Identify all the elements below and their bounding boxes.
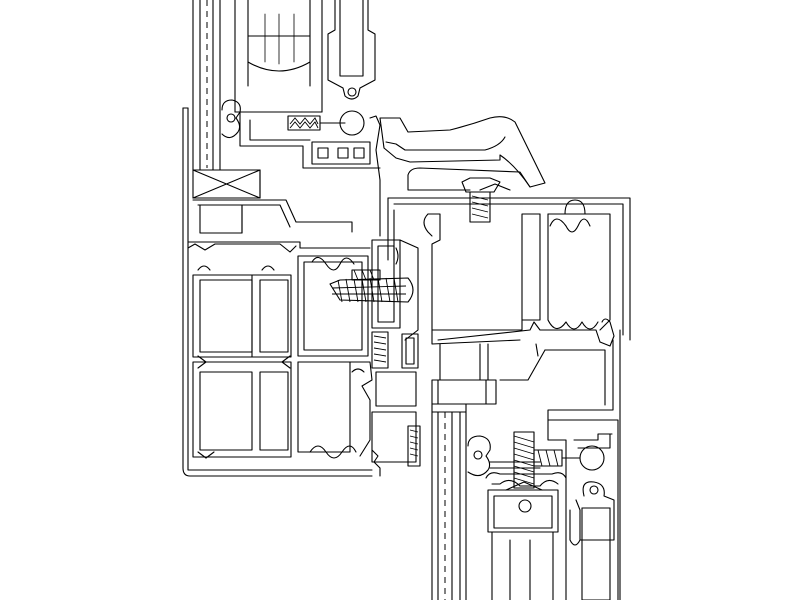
left-glass-unit	[192, 0, 221, 171]
lower-right-sash	[485, 472, 567, 600]
right-frame	[499, 318, 621, 600]
lower-sash-rail	[431, 343, 497, 413]
setting-block	[192, 169, 261, 199]
lower-right-frame	[547, 419, 615, 600]
center-frame	[387, 197, 631, 341]
right-glass-unit	[431, 411, 467, 600]
top-screw	[287, 110, 365, 136]
handle	[379, 116, 546, 191]
bottom-horizontal-screw	[533, 445, 605, 471]
upper-sash-body	[192, 111, 353, 234]
top-gasket-channel	[327, 0, 376, 100]
left-gasket-loop	[221, 99, 241, 139]
right-sash-profile	[423, 199, 611, 345]
upper-sash-profile	[234, 0, 323, 113]
top-connector	[304, 115, 381, 237]
main-frame-chambers	[187, 241, 371, 459]
outer-left-frame	[182, 107, 373, 477]
sash-body-chamber	[297, 255, 373, 459]
mid-screw	[329, 269, 414, 303]
bottom-gasket-loop	[467, 435, 541, 477]
center-gaskets	[371, 239, 421, 477]
